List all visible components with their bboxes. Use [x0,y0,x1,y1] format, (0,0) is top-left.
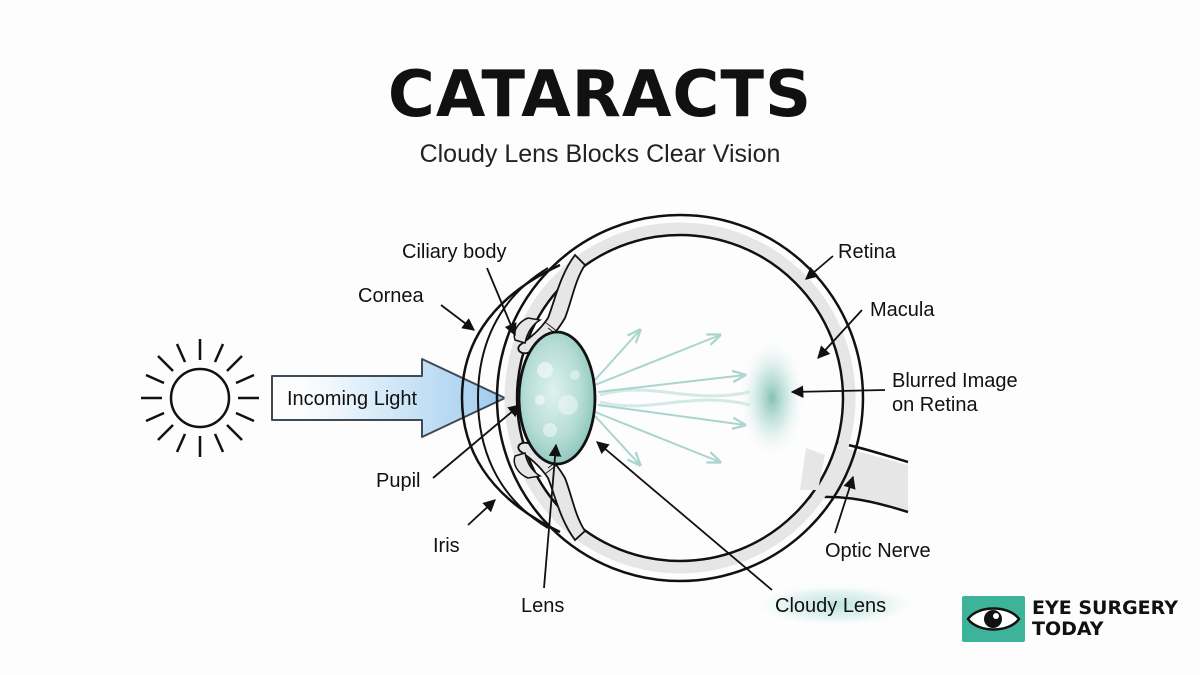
label-pointers [432,255,886,591]
cloudy-lens-shape [517,330,597,466]
page-title: CATARACTS [387,58,813,132]
label-retina: Retina [838,241,897,263]
label-macula: Macula [870,299,935,321]
logo-badge [962,596,1025,642]
logo-text: EYE SURGERY TODAY [1032,598,1178,640]
logo-line2: TODAY [1032,618,1104,640]
page-subtitle: Cloudy Lens Blocks Clear Vision [419,140,781,168]
label-lens: Lens [521,595,564,617]
ciliary-body-upper [517,253,587,355]
label-iris: Iris [433,535,460,557]
eyeball [495,213,865,583]
ciliary-body-lower [517,441,587,542]
label-incoming-light: Incoming Light [287,388,418,410]
eye-icon [966,607,1021,631]
label-blurred-image-line1: Blurred Image [892,370,1018,392]
label-blurred-image-line2: on Retina [892,394,978,416]
cloudy-lens-label-glow [750,583,920,627]
logo-line1: EYE SURGERY [1032,597,1178,619]
blurred-image-spot [738,336,806,460]
label-cornea: Cornea [358,285,424,307]
label-cloudy-lens: Cloudy Lens [775,595,886,617]
label-pupil: Pupil [376,470,420,492]
sun-icon [141,339,259,457]
label-optic-nerve: Optic Nerve [825,540,931,562]
scattered-light-rays [594,330,751,465]
label-ciliary-body: Ciliary body [402,241,506,263]
cornea [460,263,561,534]
